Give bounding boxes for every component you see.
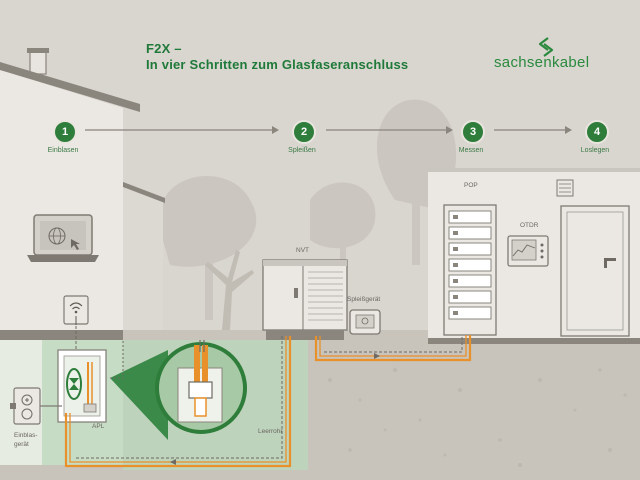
apl-box	[57, 349, 107, 423]
blowing-device-label-line2: gerät	[14, 441, 29, 448]
blowing-device-label-line1: Einblas-	[14, 432, 38, 439]
house-side-roof	[123, 182, 165, 203]
step-3-label: Messen	[458, 147, 484, 154]
wifi-socket-icon	[63, 295, 89, 325]
splicer-device	[349, 309, 381, 335]
zoom-cone	[110, 350, 168, 440]
house	[0, 48, 165, 340]
brand-name: sachsenkabel	[494, 54, 590, 71]
laptop-icon	[27, 214, 99, 262]
sachsenkabel-logo-icon	[538, 37, 554, 57]
arrow-right-icon	[565, 126, 572, 134]
bare-tree	[205, 250, 254, 330]
page-title-line1: F2X –	[146, 41, 182, 56]
step-4-badge: 4	[585, 120, 609, 144]
tree-trunk	[205, 250, 213, 320]
page-title-line2: In vier Schritten zum Glasfaseranschluss	[146, 57, 409, 72]
house-roof	[0, 62, 140, 112]
step-1-label: Einblasen	[47, 147, 79, 154]
splice-closeup-circle	[155, 340, 247, 434]
step-2-label: Spleißen	[288, 147, 316, 154]
arrow-right-icon	[446, 126, 453, 134]
tree-crown	[159, 176, 257, 267]
step-3-badge: 3	[461, 120, 485, 144]
pop-label: POP	[464, 182, 478, 189]
otdr-label: OTDR	[520, 222, 539, 229]
fiber-route-pop-secondary	[319, 335, 467, 357]
step-4-label: Loslegen	[580, 147, 610, 154]
arrow-right-icon	[374, 353, 380, 359]
nvt-cabinet	[262, 259, 348, 340]
chimney-cap	[27, 48, 49, 53]
step-1-badge: 1	[53, 120, 77, 144]
apl-label: APL	[92, 423, 105, 430]
leerrohr-label: Leerrohr	[258, 428, 283, 435]
arrow-left-icon	[170, 459, 176, 465]
data-route	[76, 336, 283, 459]
chimney	[29, 51, 47, 75]
ground-texture	[328, 367, 627, 467]
nvt-label: NVT	[296, 247, 309, 254]
tree-crown	[310, 182, 376, 249]
fiber-route-pop	[314, 335, 472, 362]
flow-arrows	[170, 353, 380, 465]
data-route-pop	[324, 335, 463, 353]
house-wall	[0, 70, 123, 330]
tree-trunk	[412, 195, 420, 265]
step-2-badge: 2	[292, 120, 316, 144]
arrow-right-icon	[272, 126, 279, 134]
house-side	[123, 185, 163, 330]
fiber-route-secondary	[69, 336, 287, 463]
apl-link	[110, 340, 124, 379]
fiber-route-main	[64, 336, 292, 468]
house-floor	[0, 330, 123, 340]
fiber-routes	[64, 326, 472, 468]
otdr-device	[507, 235, 549, 267]
splicer-label: Spleißgerät	[347, 296, 381, 303]
blowing-device	[10, 387, 62, 425]
server-rack	[443, 204, 497, 336]
step-arrowheads	[272, 126, 572, 134]
